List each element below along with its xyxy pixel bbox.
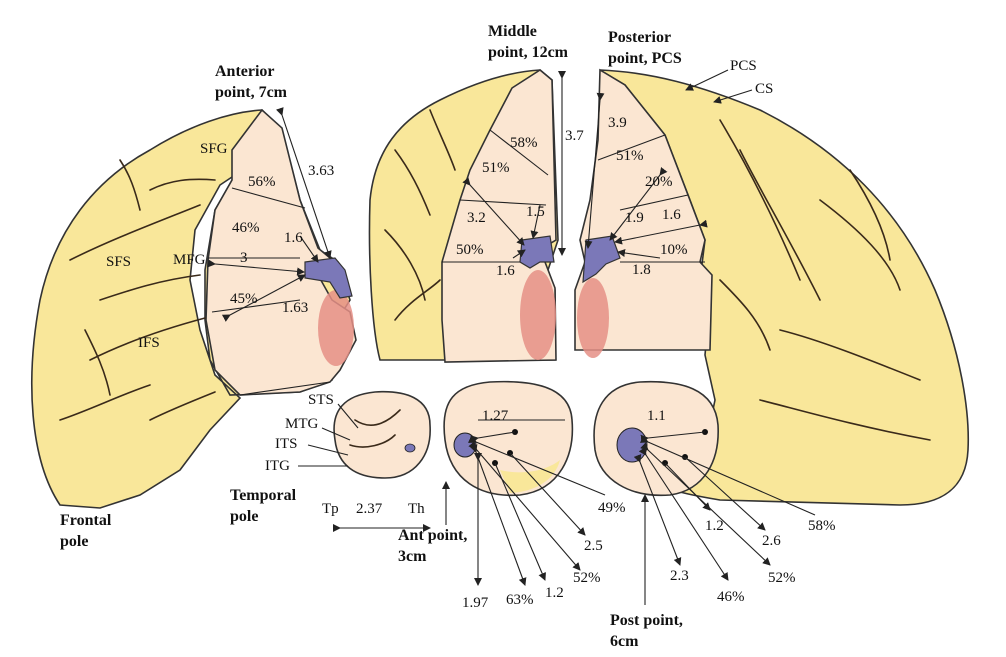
posttemp-pct3: 46%	[717, 589, 745, 605]
post-point-label-2: 6cm	[610, 633, 639, 650]
posttemp-pct2: 52%	[768, 570, 796, 586]
post-d3: 1.6	[662, 207, 681, 223]
ant-pct2: 46%	[232, 220, 260, 236]
posttemp-pct1: 58%	[808, 518, 836, 534]
post-pct3: 10%	[660, 242, 688, 258]
middle-point-label-1: Middle	[488, 23, 537, 40]
ant-temporal-blue-area	[453, 432, 477, 458]
post-pct1: 51%	[616, 148, 644, 164]
middle-red-area	[520, 270, 556, 360]
label-sfs: SFS	[106, 254, 131, 270]
anttemp-d1: 1.27	[482, 408, 509, 424]
ant-d2: 1.6	[284, 230, 303, 246]
temporal-pole-label-1: Temporal	[230, 487, 297, 504]
ant-temporal-section	[443, 380, 574, 497]
mid-d4: 1.6	[496, 263, 515, 279]
ant-d4: 1.63	[282, 300, 308, 316]
posttemp-d1: 1.1	[647, 408, 666, 424]
anterior-red-area	[318, 290, 354, 366]
label-cs: CS	[755, 81, 773, 97]
label-itg: ITG	[265, 458, 290, 474]
posttemp-d3: 1.2	[705, 518, 724, 534]
temporal-pole-section	[333, 390, 431, 479]
middle-point-label-2: point, 12cm	[488, 44, 569, 61]
anttemp-pct3: 63%	[506, 592, 534, 608]
label-tp-th-value: 2.37	[356, 501, 383, 517]
label-th: Th	[408, 501, 425, 517]
temporal-pole-label-2: pole	[230, 508, 258, 525]
anterior-point-label-2: point, 7cm	[215, 84, 288, 101]
post-d1: 3.9	[608, 115, 627, 131]
ant-d1: 3.63	[308, 163, 334, 179]
post-temporal-blue-area	[616, 427, 648, 463]
anterior-blue-area	[304, 257, 353, 299]
labels: Frontal pole Anterior point, 7cm Middle …	[60, 23, 836, 650]
post-point-label-1: Post point,	[610, 612, 683, 629]
posttemp-d2: 2.6	[762, 533, 781, 549]
temporal-pole-blue-dot	[404, 443, 416, 453]
anttemp-pct2: 52%	[573, 570, 601, 586]
anttemp-d3: 1.2	[545, 585, 564, 601]
label-its: ITS	[275, 436, 298, 452]
temporal-pole-face	[333, 390, 431, 479]
mid-d2: 3.2	[467, 210, 486, 226]
label-sfg: SFG	[200, 141, 228, 157]
ant-d3: 3	[240, 250, 248, 266]
post-d2: 1.9	[625, 210, 644, 226]
post-pct2: 20%	[645, 174, 673, 190]
measurement-lines	[207, 69, 816, 605]
mid-pct2: 51%	[482, 160, 510, 176]
post-temporal-face	[593, 380, 719, 497]
anttemp-d2: 2.5	[584, 538, 603, 554]
anttemp-pct1: 49%	[598, 500, 626, 516]
frontal-pole-label-1: Frontal	[60, 512, 112, 529]
frontal-pole-label-2: pole	[60, 533, 88, 550]
label-tp: Tp	[322, 501, 339, 517]
label-pcs: PCS	[730, 58, 757, 74]
ant-point-label-1: Ant point,	[398, 527, 467, 544]
mid-d3: 1.5	[526, 204, 545, 220]
anterior-point-label-1: Anterior	[215, 63, 275, 80]
mid-pct1: 58%	[510, 135, 538, 151]
post-temporal-section	[593, 380, 719, 497]
label-mtg: MTG	[285, 416, 319, 432]
label-ifs: IFS	[138, 335, 160, 351]
ant-pct3: 45%	[230, 291, 258, 307]
posterior-point-label-2: point, PCS	[608, 50, 682, 67]
mid-d1: 3.7	[565, 128, 584, 144]
anttemp-d4: 1.97	[462, 595, 489, 611]
label-mfg: MFG	[173, 252, 206, 268]
post-d4: 1.8	[632, 262, 651, 278]
posttemp-d4: 2.3	[670, 568, 689, 584]
label-sts: STS	[308, 392, 334, 408]
ant-point-label-2: 3cm	[398, 548, 427, 565]
ant-pct1: 56%	[248, 174, 276, 190]
mid-pct3: 50%	[456, 242, 484, 258]
posterior-point-label-1: Posterior	[608, 29, 671, 46]
posterior-red-area	[577, 278, 609, 358]
